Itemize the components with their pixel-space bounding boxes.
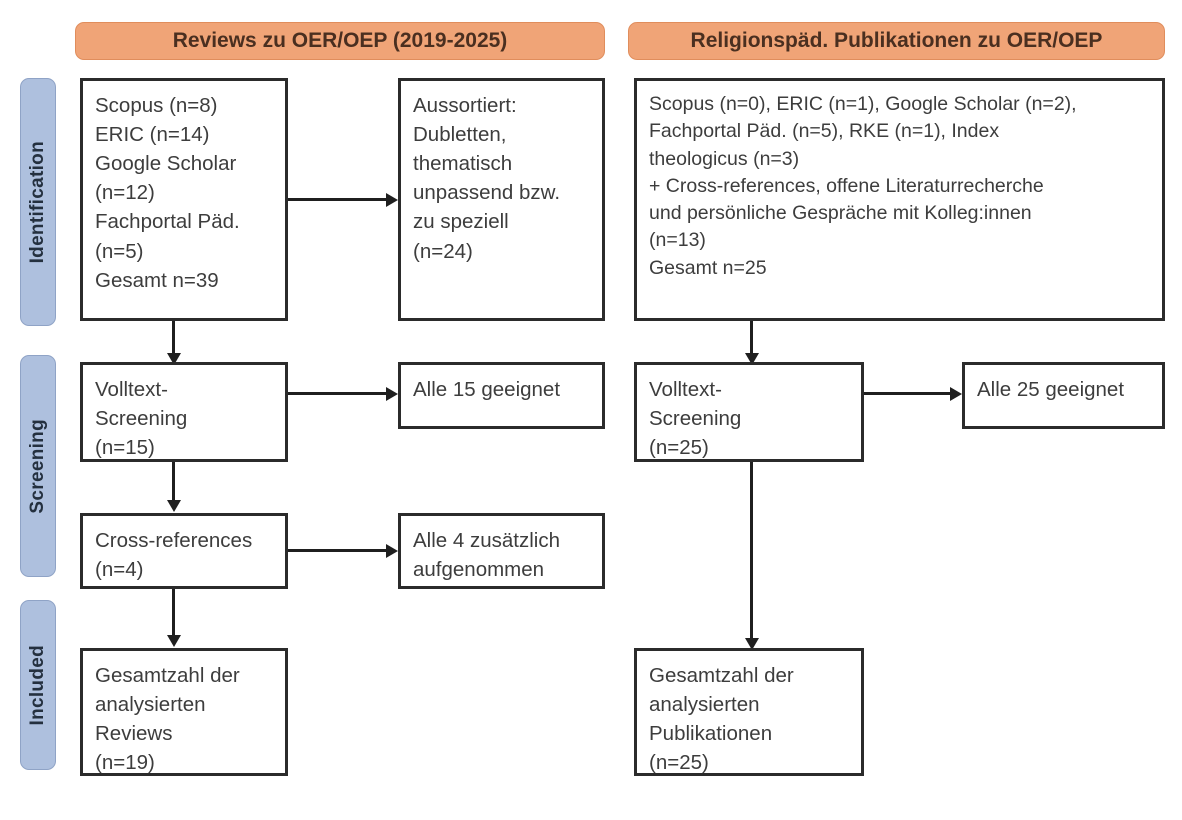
box-line: Scopus (n=0), ERIC (n=1), Google Scholar… [649, 93, 1077, 115]
box-right-identification-sources: Scopus (n=0), ERIC (n=1), Google Scholar… [634, 78, 1165, 321]
phase-label-identification: Identification [27, 140, 48, 264]
box-left-identification-sources: Scopus (n=8) ERIC (n=14) Google Scholar … [80, 78, 288, 321]
box-line: (n=25) [649, 436, 709, 460]
phase-bar-screening: Screening [20, 355, 56, 577]
box-left-excluded: Aussortiert: Dubletten, thematisch unpas… [398, 78, 605, 321]
box-line: Fachportal Päd. (n=5), RKE (n=1), Index [649, 120, 1000, 143]
connector-left-screening-to-crossrefs [172, 462, 175, 506]
connector-right-sources-to-screening [750, 321, 753, 359]
phase-bar-identification: Identification [20, 78, 56, 326]
box-line: Scopus (n=8) [95, 94, 218, 117]
box-line: Gesamtzahl der [649, 664, 794, 687]
box-line: thematisch [413, 152, 513, 176]
connector-left-crossrefs-to-added [288, 549, 386, 552]
box-line: Screening [649, 407, 742, 431]
box-line: ERIC (n=14) [95, 123, 210, 147]
connector-left-sources-to-screening [172, 321, 175, 359]
box-left-all-eligible: Alle 15 geeignet [398, 362, 605, 429]
box-line: und persönliche Gespräche mit Kolleg:inn… [649, 202, 1032, 225]
box-line: Screening [95, 407, 188, 431]
column-header-religionspaed: Religionspäd. Publikationen zu OER/OEP [628, 22, 1165, 60]
arrow-left-screening-to-eligible [386, 387, 398, 401]
box-left-included-total: Gesamtzahl der analysierten Reviews (n=1… [80, 648, 288, 776]
connector-left-sources-to-excluded [288, 198, 386, 201]
box-line: (n=4) [95, 558, 144, 582]
connector-left-crossrefs-to-included [172, 589, 175, 641]
box-line: Dubletten, [413, 123, 507, 147]
box-right-all-eligible: Alle 25 geeignet [962, 362, 1165, 429]
box-line: Google Scholar [95, 152, 237, 176]
box-line: Gesamt n=39 [95, 268, 219, 292]
box-line: (n=13) [649, 229, 706, 252]
box-line: (n=15) [95, 436, 155, 460]
arrow-left-screening-to-crossrefs [167, 500, 181, 512]
box-line: (n=19) [95, 751, 155, 775]
box-line: + Cross-references, offene Literaturrech… [649, 174, 1044, 197]
box-line: (n=12) [95, 181, 155, 205]
box-line: theologicus (n=3) [649, 147, 800, 170]
box-line: zu speziell [413, 210, 509, 234]
box-line: Gesamt n=25 [649, 256, 767, 279]
connector-right-screening-to-included [750, 462, 753, 644]
box-line: Fachportal Päd. [95, 210, 240, 234]
connector-left-screening-to-eligible [288, 392, 386, 395]
box-line: (n=24) [413, 239, 473, 263]
box-line: Publikationen [649, 722, 773, 746]
arrow-left-crossrefs-to-included [167, 635, 181, 647]
box-left-cross-references: Cross-references (n=4) [80, 513, 288, 589]
box-line: Alle 25 geeignet [977, 378, 1125, 401]
box-line: Alle 15 geeignet [413, 378, 561, 401]
box-line: Alle 4 zusätzlich [413, 529, 560, 552]
box-line: Cross-references [95, 529, 253, 552]
connector-right-screening-to-eligible [864, 392, 950, 395]
box-line: (n=25) [649, 751, 709, 775]
arrow-left-crossrefs-to-added [386, 544, 398, 558]
box-line: analysierten [649, 693, 760, 717]
phase-label-screening: Screening [27, 418, 48, 514]
box-line: aufgenommen [413, 558, 545, 582]
box-right-fulltext-screening: Volltext- Screening (n=25) [634, 362, 864, 462]
box-line: analysierten [95, 693, 206, 717]
box-line: Aussortiert: [413, 94, 517, 117]
arrow-right-screening-to-eligible [950, 387, 962, 401]
box-line: (n=5) [95, 239, 144, 263]
box-right-included-total: Gesamtzahl der analysierten Publikatione… [634, 648, 864, 776]
box-line: Volltext- [95, 378, 168, 401]
arrow-left-sources-to-excluded [386, 193, 398, 207]
box-line: Gesamtzahl der [95, 664, 240, 687]
box-line: Reviews [95, 722, 173, 746]
box-left-all-added: Alle 4 zusätzlich aufgenommen [398, 513, 605, 589]
arrow-right-screening-to-included [745, 638, 759, 650]
phase-bar-included: Included [20, 600, 56, 770]
column-header-reviews: Reviews zu OER/OEP (2019-2025) [75, 22, 605, 60]
box-line: unpassend bzw. [413, 181, 561, 205]
box-line: Volltext- [649, 378, 722, 401]
box-left-fulltext-screening: Volltext- Screening (n=15) [80, 362, 288, 462]
phase-label-included: Included [27, 644, 48, 726]
